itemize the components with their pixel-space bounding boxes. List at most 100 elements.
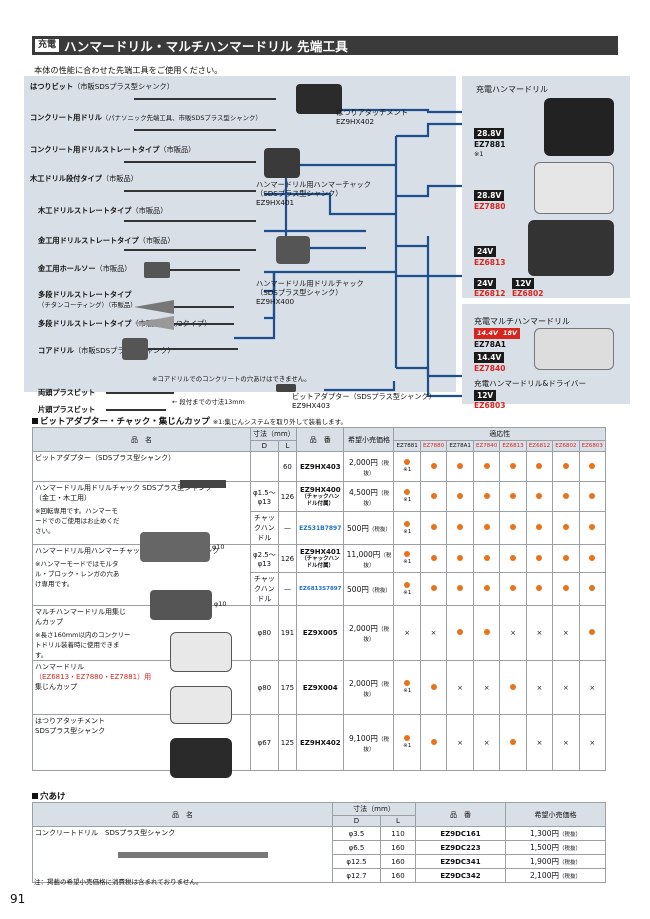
compat-cell: × <box>446 660 474 715</box>
compat-cell <box>578 481 607 512</box>
th-model: EZ7881 <box>393 440 421 452</box>
tool-label-wood-straight: 木工ドリルストレートタイプ（市販品） <box>38 206 168 215</box>
machine-ez7880-image <box>534 162 614 214</box>
group-title-multi-hammer: 充電マルチハンマードリル <box>474 317 570 326</box>
group-title-hammer-drill: 充電ハンマードリル <box>476 85 548 94</box>
row-code: EZ9HX403 <box>296 451 345 482</box>
bit-label-double: 両頭プラスビット <box>38 388 96 397</box>
compat-cell: ※1 <box>393 511 421 545</box>
hatsuri-attachment-code: EZ9HX402 <box>336 117 375 126</box>
machine-ez6813-image <box>528 220 614 276</box>
row-l: 110 <box>379 826 417 841</box>
page-title: ハンマードリル・マルチハンマードリル 先端工具 <box>64 39 348 54</box>
compat-cell: ※1 <box>393 481 421 512</box>
m2-model: EZ7880 <box>474 202 506 211</box>
tool-label-wood-stepped: 木工ドリル段付タイプ（市販品） <box>30 174 138 183</box>
th-name: 品 名 <box>32 427 251 452</box>
row-price: 2,000円（税抜） <box>343 605 395 661</box>
compat-cell <box>446 511 474 545</box>
compat-cell: × <box>578 714 607 771</box>
compat-cell <box>499 572 527 606</box>
bit-adapter-picture <box>180 480 226 488</box>
section-title-drilling: 穴あけ <box>32 790 66 802</box>
bit-label-single: 片頭プラスビット <box>38 405 96 414</box>
compat-cell <box>446 481 474 512</box>
row-price: 11,000円（税抜） <box>343 544 395 573</box>
group-title-hammer-driver: 充電ハンマードリル&ドライバー <box>474 379 587 388</box>
tool-spec-step-ti: （チタンコーティング）（市販品） <box>38 301 137 309</box>
m7-model: EZ7840 <box>474 364 506 373</box>
row-d: φ6.5 <box>332 840 381 855</box>
concrete-straight-icon <box>124 161 256 163</box>
compat-cell <box>578 511 607 545</box>
page-number: 91 <box>10 892 26 906</box>
concrete-drill-icon <box>134 129 276 131</box>
row-d <box>250 451 279 482</box>
compat-cell <box>419 660 448 715</box>
row-code: EZ531B7897 <box>296 511 345 545</box>
row-l: 126 <box>277 544 298 573</box>
compat-cell <box>419 481 448 512</box>
m1-note: ※1 <box>474 150 484 158</box>
m3-model: EZ6813 <box>474 258 506 267</box>
compat-cell: × <box>552 714 580 771</box>
tool-label-metal-straight: 金工用ドリルストレートタイプ（市販品） <box>38 236 175 245</box>
compat-cell <box>552 572 580 606</box>
step-drill-half-shaft <box>174 323 234 325</box>
hatsuri-attachment-image <box>296 84 342 114</box>
row-price: 500円（税抜） <box>343 572 395 606</box>
tool-label-hole-saw: 金工用ホールソー（市販品） <box>38 264 132 273</box>
compat-cell <box>472 605 501 661</box>
row-code: EZ9DC223 <box>415 840 506 855</box>
hammer-chuck-label1: ハンマードリル用ハンマーチャック <box>256 180 371 189</box>
row-price: 2,000円（税抜） <box>343 660 395 715</box>
double-bit-icon <box>106 392 174 394</box>
compat-cell: × <box>525 714 554 771</box>
table-row: ハンマードリル用ドリルチャック SDSプラス型シャンク （金工・木工用） ※回転… <box>32 481 607 545</box>
row-price: 1,900円（税抜） <box>505 854 606 869</box>
th-dim: 寸法（mm） <box>332 802 416 816</box>
hammer-chuck-code: EZ9HX401 <box>256 198 295 207</box>
row-d: φ1.5〜φ13 <box>250 481 279 512</box>
compat-cell: × <box>552 660 580 715</box>
compat-cell: ※1 <box>393 544 421 573</box>
compat-cell <box>472 572 501 606</box>
wood-stepped-icon <box>124 190 256 192</box>
row-code: EZ6813S7897 <box>296 572 345 606</box>
table-row: ハンマードリル用ハンマーチャック SDSプラス型シャンク ※ハンマーモードではモ… <box>32 544 607 606</box>
row-l: 160 <box>379 868 417 883</box>
compat-cell <box>446 605 474 661</box>
row-code: EZ9DC342 <box>415 868 506 883</box>
compat-cell <box>472 544 501 573</box>
table-row: コンクリートドリル SDSプラス型シャンク φ3.5 110 EZ9DC161 … <box>32 826 606 883</box>
compat-cell: × <box>446 714 474 771</box>
m1-volt: 28.8V <box>474 128 505 139</box>
row-price: 2,100円（税抜） <box>505 868 606 883</box>
compat-cell <box>552 451 580 482</box>
row-price: 9,100円（税抜） <box>343 714 395 771</box>
row-code: EZ9X005 <box>296 605 345 661</box>
tool-label-concrete-drill: コンクリート用ドリル（パナソニック先端工具、市販SDSプラス型シャンク） <box>30 113 262 122</box>
m6-badge1: 14.4V <box>474 328 502 339</box>
bit-adapter-label: ビットアダプター（SDSプラス型シャンク） <box>292 392 436 401</box>
th-model: EZ7880 <box>419 440 448 452</box>
th-model: EZ6803 <box>578 440 607 452</box>
compatibility-diagram: はつりビット（市販SDSプラス型シャンク） コンクリート用ドリル（パナソニック先… <box>24 76 630 414</box>
row-l: 160 <box>379 854 417 869</box>
compat-cell: × <box>525 660 554 715</box>
row-d: φ67 <box>250 714 279 771</box>
compat-cell <box>419 451 448 482</box>
tool-label-hatsuri: はつりビット（市販SDSプラス型シャンク） <box>30 82 174 91</box>
metal-straight-icon <box>124 249 256 251</box>
compat-cell: × <box>525 605 554 661</box>
th-price: 希望小売価格 <box>343 427 395 452</box>
step-drill-ti-icon <box>134 300 174 314</box>
compat-cell <box>472 511 501 545</box>
row-d: φ12.5 <box>332 854 381 869</box>
m1-model: EZ7881 <box>474 140 506 149</box>
compat-cell <box>525 511 554 545</box>
step-drill-half-icon <box>134 316 174 330</box>
th-model: EZ6802 <box>552 440 580 452</box>
drill-chuck-phi: φ10 <box>212 543 225 551</box>
row-d: φ3.5 <box>332 826 381 841</box>
